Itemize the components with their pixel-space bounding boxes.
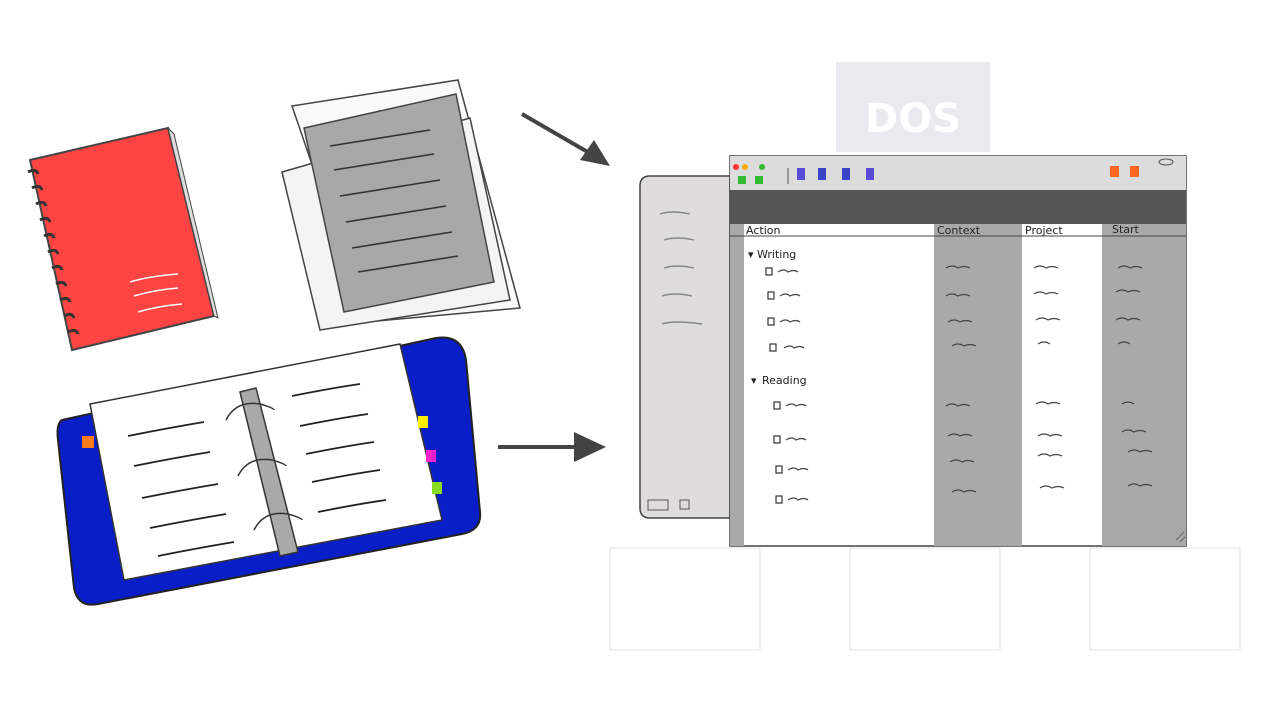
toolbar-purple-icon-2[interactable] [866, 168, 874, 180]
outline-gutter [730, 224, 744, 546]
start-column-shade [1102, 224, 1186, 546]
resize-grip-icon[interactable] [1175, 531, 1186, 543]
toolbar-blue-icon-1[interactable] [818, 168, 826, 180]
side-panel-items [659, 211, 703, 325]
arrow-to-app-bottom [498, 432, 606, 462]
toolbar-green-icon-2[interactable] [755, 176, 763, 184]
binder-tab-green [432, 482, 442, 494]
binder-tab-magenta [426, 450, 436, 462]
binder-tab-yellow [418, 416, 428, 428]
toolbar-purple-icon-1[interactable] [797, 168, 805, 180]
paper-stack [281, 79, 521, 331]
window-minimize-icon[interactable] [742, 164, 748, 170]
side-panel-bg [639, 175, 731, 519]
task-squiggles [777, 265, 1153, 501]
placeholder-box-2 [849, 547, 1001, 651]
toolbar-pill-icon[interactable] [1158, 158, 1174, 166]
notebook-spiral [27, 168, 80, 335]
dos-badge-bg [836, 62, 990, 152]
binder-rings [225, 402, 303, 531]
task-checkbox[interactable] [775, 465, 783, 474]
paper-lines [329, 129, 459, 273]
app-titlebar [730, 190, 1186, 224]
app-window: Action Context Project Start ▾ Writing ▾… [729, 155, 1187, 547]
task-checkbox[interactable] [773, 401, 781, 410]
task-checkbox[interactable] [773, 435, 781, 444]
side-panel [639, 175, 731, 519]
notebook-pages-edge [167, 126, 219, 319]
column-header-context[interactable]: Context [937, 224, 981, 237]
group-disclosure-icon[interactable]: ▾ [751, 374, 757, 387]
placeholder-box-1 [609, 547, 761, 651]
dos-badge: DOS [836, 62, 990, 152]
notebook-scribbles [129, 273, 183, 313]
dos-badge-label: DOS [865, 96, 961, 142]
column-header-action[interactable]: Action [746, 224, 780, 237]
notebook-cover [28, 126, 216, 352]
task-checkbox[interactable] [769, 343, 777, 352]
side-panel-gear[interactable] [679, 499, 690, 510]
context-column-shade [934, 224, 1022, 546]
task-checkbox[interactable] [765, 267, 773, 276]
binder-right-lines [291, 383, 387, 513]
binder-planner [56, 336, 482, 606]
group-disclosure-icon[interactable]: ▾ [748, 248, 754, 261]
task-checkboxes [765, 267, 783, 504]
task-checkbox[interactable] [767, 291, 775, 300]
group-writing-label[interactable]: Writing [757, 248, 796, 261]
toolbar-blue-icon-2[interactable] [842, 168, 850, 180]
binder-tab-orange [82, 436, 94, 448]
binder-left-lines [127, 421, 235, 557]
task-checkbox[interactable] [767, 317, 775, 326]
column-header-project[interactable]: Project [1025, 224, 1063, 237]
toolbar-green-icon-1[interactable] [738, 176, 746, 184]
red-notebook [27, 126, 219, 352]
toolbar-orange-icon-2[interactable] [1130, 166, 1139, 177]
placeholder-box-3 [1089, 547, 1241, 651]
window-zoom-icon[interactable] [759, 164, 765, 170]
side-panel-add-remove[interactable] [647, 499, 669, 511]
column-header-start[interactable]: Start [1112, 223, 1140, 236]
toolbar-orange-icon-1[interactable] [1110, 166, 1119, 177]
window-close-icon[interactable] [733, 164, 739, 170]
task-checkbox[interactable] [775, 495, 783, 504]
group-reading-label[interactable]: Reading [762, 374, 807, 387]
arrow-to-app-top [520, 112, 610, 166]
